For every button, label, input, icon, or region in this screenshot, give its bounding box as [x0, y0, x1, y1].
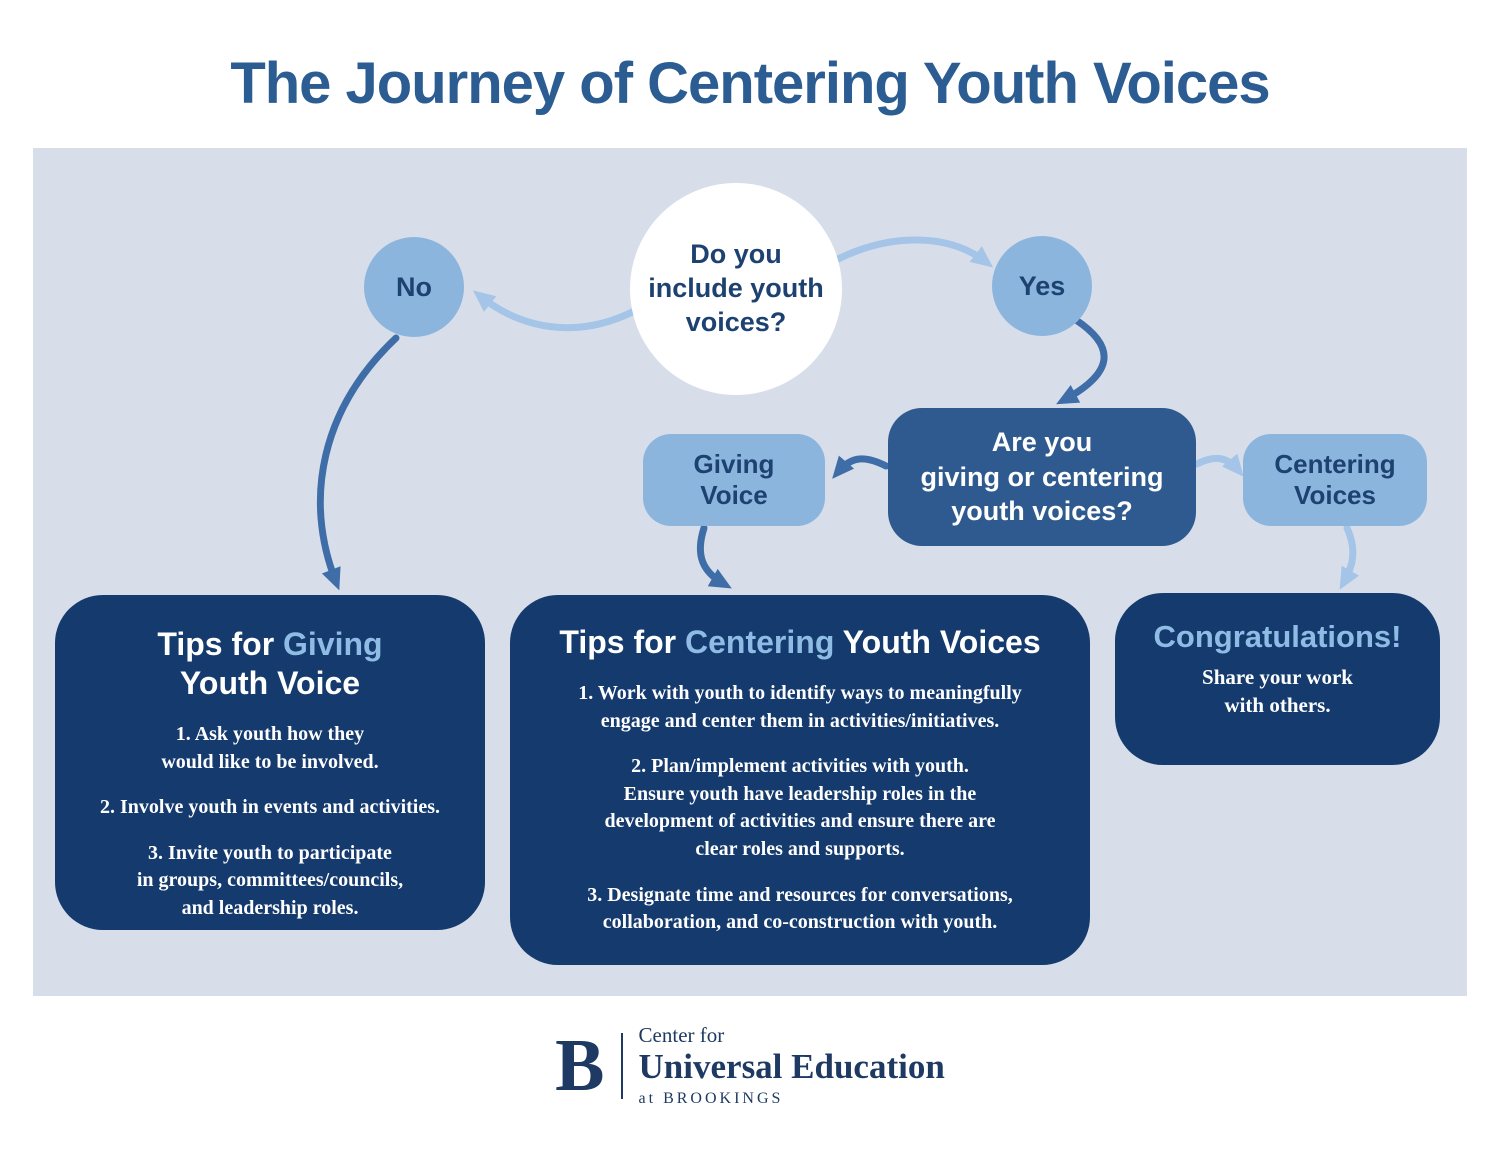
- start-question-circle: Do you include youth voices?: [630, 183, 842, 395]
- giving-voice-pill: Giving Voice: [643, 434, 825, 526]
- tip-item: 3. Designate time and resources for conv…: [587, 883, 1013, 934]
- heading-prefix: Tips for: [559, 624, 686, 660]
- heading-prefix: Tips for: [157, 626, 284, 662]
- tips-centering-heading: Tips for Centering Youth Voices: [526, 623, 1074, 662]
- start-question-text: Do you include youth voices?: [648, 239, 824, 337]
- org-name: Center for Universal Education at BROOKI…: [638, 1023, 945, 1108]
- no-label: No: [396, 271, 432, 302]
- logo-divider: [620, 1033, 623, 1100]
- page-title: The Journey of Centering Youth Voices: [230, 51, 1270, 116]
- org-line-at-brookings: at BROOKINGS: [638, 1090, 784, 1108]
- congratulations-body: Share your work with others.: [1202, 665, 1353, 718]
- branch-question-box: Are you giving or centering youth voices…: [888, 408, 1196, 546]
- org-line-center-for: Center for: [638, 1023, 725, 1047]
- heading-suffix: Youth Voices: [834, 624, 1041, 660]
- congratulations-box: Congratulations! Share your work with ot…: [1115, 593, 1440, 765]
- heading-highlight: Giving: [283, 626, 383, 662]
- tip-item: 2. Involve youth in events and activitie…: [99, 796, 441, 819]
- tip-item: 2. Plan/implement activities with youth.…: [604, 755, 996, 860]
- tip-item: 1. Ask youth how they would like to be i…: [161, 723, 379, 773]
- centering-voices-pill: Centering Voices: [1243, 434, 1427, 526]
- no-circle: No: [364, 237, 464, 337]
- tips-giving-heading: Tips for Giving Youth Voice: [67, 625, 473, 703]
- tip-item: 1. Work with youth to identify ways to m…: [578, 682, 1022, 732]
- logo-letter-b: B: [555, 1024, 605, 1107]
- yes-label: Yes: [1018, 270, 1066, 301]
- giving-voice-label: Giving Voice: [693, 449, 775, 510]
- centering-voices-label: Centering Voices: [1274, 449, 1396, 510]
- heading-line2: Youth Voice: [179, 665, 361, 702]
- tips-giving-box: Tips for Giving Youth Voice 1. Ask youth…: [55, 595, 485, 930]
- brookings-logo: B Center for Universal Education at BROO…: [0, 1023, 1500, 1108]
- tips-centering-box: Tips for Centering Youth Voices 1. Work …: [510, 595, 1090, 965]
- branch-question-text: Are you giving or centering youth voices…: [920, 427, 1164, 527]
- yes-circle: Yes: [992, 236, 1092, 336]
- org-line-universal-education: Universal Education: [638, 1047, 945, 1087]
- tip-item: 3. Invite youth to participate in groups…: [136, 841, 404, 920]
- heading-highlight: Centering: [685, 624, 835, 660]
- congratulations-heading: Congratulations!: [1153, 619, 1402, 654]
